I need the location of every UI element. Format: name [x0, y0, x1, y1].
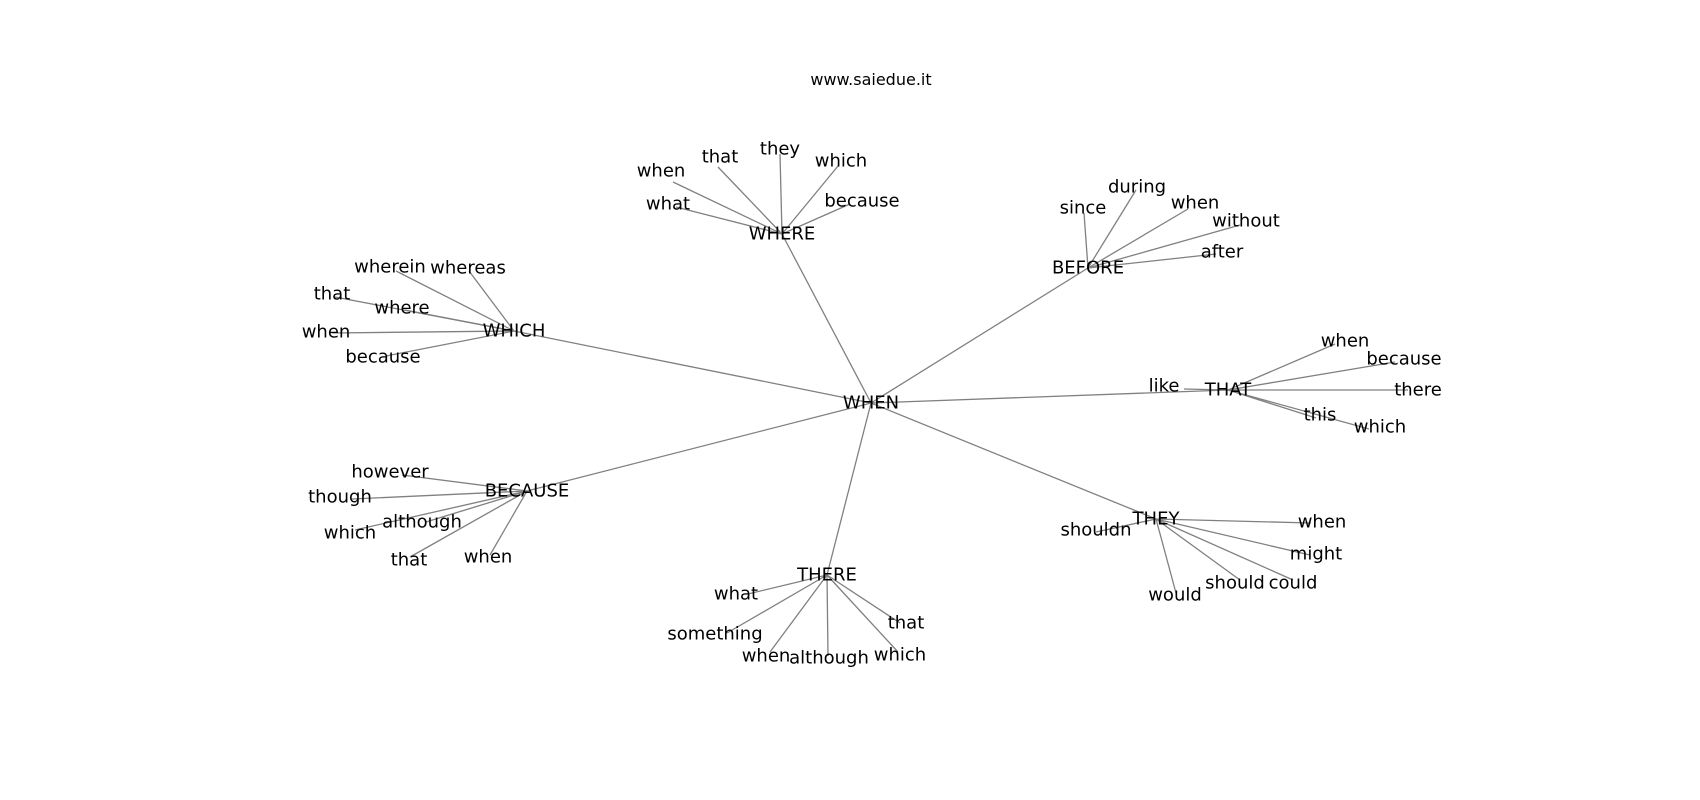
node-leaf-that-when: when — [1321, 331, 1370, 352]
edge-which-whereas — [468, 270, 515, 332]
edge-where-what — [675, 206, 783, 235]
node-leaf-that-this: this — [1304, 405, 1337, 426]
edge-they-might — [1155, 518, 1311, 556]
node-leaf-which-where: where — [374, 298, 429, 319]
edge-that-which — [1227, 389, 1370, 430]
edge-they-would — [1155, 518, 1177, 594]
node-leaf-which-wherein: wherein — [354, 257, 426, 278]
node-leaf-they-could: could — [1269, 573, 1318, 594]
edge-they-should — [1155, 518, 1241, 581]
edge-where-which — [781, 165, 839, 235]
edge-which-where — [404, 309, 515, 332]
node-leaf-they-when: when — [1298, 512, 1347, 533]
node-leaf-that-because: because — [1366, 349, 1441, 370]
edge-where-because — [781, 203, 851, 235]
node-leaf-before-when: when — [1171, 193, 1220, 214]
node-leaf-they-would: would — [1148, 585, 1202, 606]
node-leaf-where-that: that — [702, 147, 739, 168]
edge-they-shouldn — [1095, 518, 1157, 533]
node-hub-where: WHERE — [749, 224, 816, 245]
node-leaf-they-should: should — [1205, 573, 1265, 594]
node-leaf-that-there: there — [1394, 380, 1442, 401]
edge-before-during — [1087, 189, 1137, 269]
edge-there-when — [769, 574, 828, 653]
edge-there-something — [726, 574, 828, 634]
edge-before-since — [1083, 212, 1089, 269]
node-leaf-because-that: that — [391, 550, 428, 571]
node-leaf-because-when: when — [464, 547, 513, 568]
node-hub-they: THEY — [1132, 509, 1181, 530]
edge-because-when — [489, 490, 528, 556]
node-leaf-before-during: during — [1108, 177, 1166, 198]
diagram-title: www.saiedue.it — [810, 70, 932, 89]
edge-before-after — [1087, 253, 1217, 269]
node-leaf-where-when: when — [637, 161, 686, 182]
node-leaf-which-when: when — [302, 322, 351, 343]
node-leaf-before-without: without — [1212, 211, 1280, 232]
edge-root-they — [870, 402, 1157, 520]
node-leaf-there-something: something — [667, 624, 762, 645]
edge-root-which — [513, 330, 872, 404]
edge-where-that — [717, 166, 783, 235]
node-leaf-they-might: might — [1290, 544, 1342, 565]
node-hub-before: BEFORE — [1052, 258, 1124, 279]
node-leaf-because-although: although — [382, 512, 462, 533]
edge-because-which — [354, 490, 528, 531]
node-root: WHEN — [843, 393, 899, 414]
node-hub-which: WHICH — [483, 321, 546, 342]
node-leaf-there-what: what — [714, 584, 758, 605]
edge-before-without — [1087, 224, 1241, 269]
edge-root-that — [870, 389, 1229, 404]
node-leaf-there-that: that — [888, 613, 925, 634]
node-leaf-there-when: when — [742, 646, 791, 667]
node-leaf-that-like: like — [1149, 376, 1180, 397]
edge-because-however — [401, 474, 528, 492]
node-leaf-they-shouldn: shouldn — [1060, 520, 1131, 541]
edge-which-when — [331, 330, 515, 334]
node-leaf-because-which: which — [324, 523, 376, 544]
node-hub-that: THAT — [1204, 380, 1252, 401]
edge-there-that — [826, 574, 901, 624]
edge-root-where — [781, 233, 872, 404]
node-leaf-because-though: though — [308, 487, 372, 508]
edge-because-that — [409, 490, 528, 558]
edge-which-because — [385, 330, 515, 357]
edge-where-they — [779, 153, 783, 235]
edge-that-when — [1227, 343, 1336, 391]
edge-there-what — [747, 574, 828, 595]
node-leaf-which-because: because — [345, 347, 420, 368]
node-hub-because: BECAUSE — [485, 481, 570, 502]
node-leaf-before-since: since — [1060, 198, 1107, 219]
edge-before-when — [1087, 208, 1189, 269]
node-leaf-which-whereas: whereas — [430, 258, 506, 279]
node-leaf-there-although: although — [789, 648, 869, 669]
edge-because-although — [425, 490, 528, 523]
edge-there-although — [826, 574, 829, 657]
node-leaf-before-after: after — [1201, 242, 1244, 263]
edge-root-there — [826, 402, 872, 576]
edge-they-could — [1155, 518, 1294, 581]
node-leaf-where-what: what — [646, 194, 690, 215]
edge-they-when — [1155, 518, 1312, 524]
node-leaf-which-that: that — [314, 284, 351, 305]
graph-edges — [331, 153, 1408, 657]
edge-because-though — [351, 490, 528, 500]
edge-root-because — [526, 402, 872, 492]
edge-that-like — [1183, 388, 1229, 391]
node-leaf-there-which: which — [874, 645, 926, 666]
edge-which-wherein — [395, 270, 515, 332]
node-leaf-where-because: because — [824, 191, 899, 212]
node-leaf-that-which: which — [1354, 417, 1406, 438]
node-leaf-because-however: however — [351, 462, 429, 483]
edge-that-because — [1227, 361, 1396, 391]
node-leaf-where-which: which — [815, 151, 867, 172]
node-leaf-where-they: they — [760, 139, 801, 160]
node-hub-there: THERE — [796, 565, 857, 586]
edge-root-before — [870, 267, 1089, 404]
edge-there-which — [826, 574, 899, 653]
edge-where-when — [672, 181, 783, 235]
